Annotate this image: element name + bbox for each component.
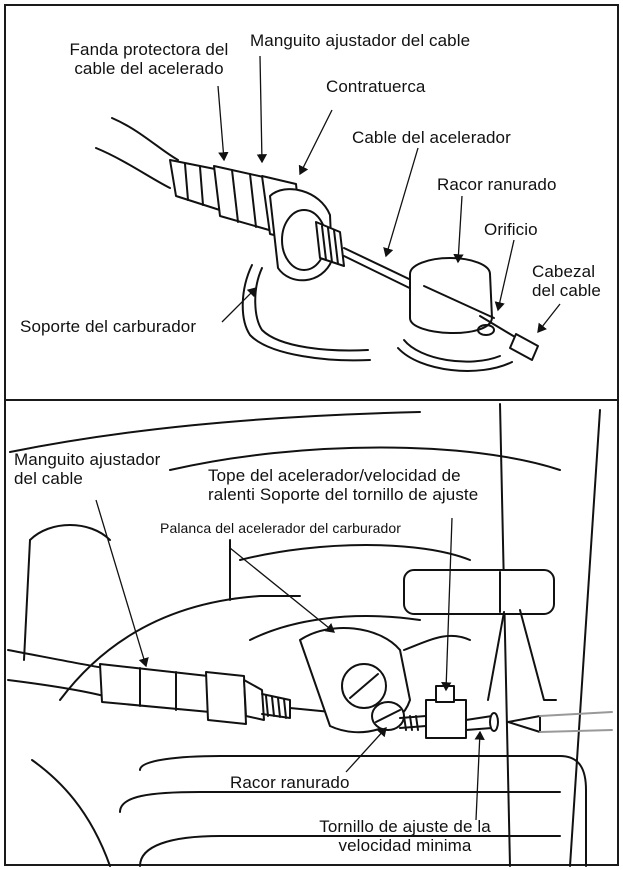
- figure-frame: [4, 4, 619, 866]
- label-hole: Orificio: [484, 220, 538, 239]
- bottom-panel-leaders: [95, 499, 485, 821]
- top-panel-leaders: [217, 55, 561, 334]
- label-cable-head: Cabezal del cable: [532, 262, 601, 300]
- panel-divider: [4, 399, 619, 401]
- label-idle-speed-screw: Tornillo de ajuste de la velocidad minim…: [319, 817, 491, 855]
- label-carburetor-bracket: Soporte del carburador: [20, 317, 197, 336]
- top-panel-art: [95, 117, 539, 372]
- bottom-panel-art: [7, 403, 613, 867]
- label-cable-adjuster-sleeve: Manguito ajustador del cable: [250, 31, 471, 50]
- label-protective-boot: Fanda protectora del cable del acelerado: [69, 40, 229, 78]
- label-throttle-lever: Palanca del acelerador del carburador: [160, 520, 402, 536]
- label-slotted-fitting-bottom: Racor ranurado: [230, 773, 350, 792]
- label-throttle-stop-bracket: Tope del acelerador/velocidad de ralenti…: [208, 466, 479, 504]
- label-cable-adjuster-sleeve-bottom: Manguito ajustador del cable: [14, 450, 161, 488]
- label-throttle-cable: Cable del acelerador: [352, 128, 511, 147]
- label-slotted-fitting-top: Racor ranurado: [437, 175, 557, 194]
- label-locknut: Contratuerca: [326, 77, 426, 96]
